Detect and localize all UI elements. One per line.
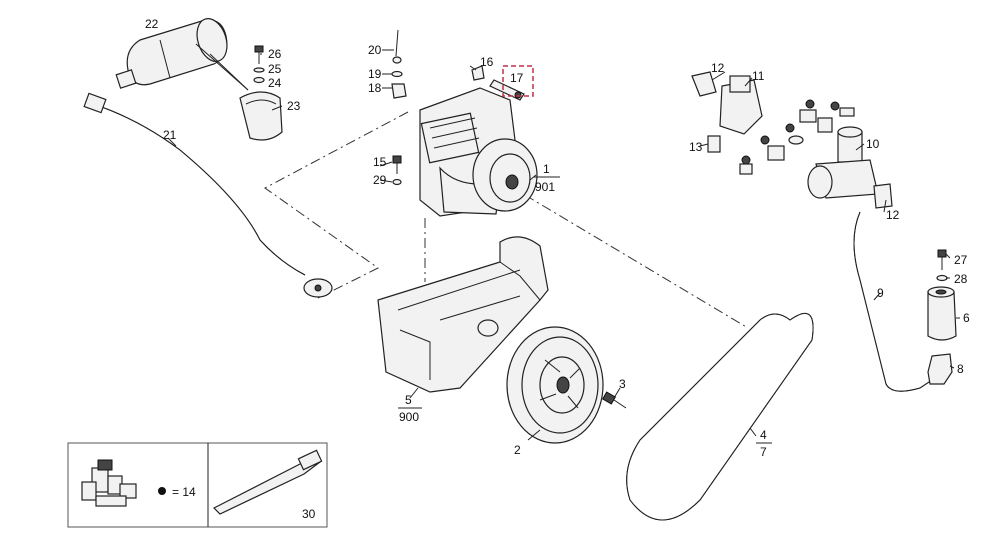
label-21: 21 — [163, 128, 177, 142]
sensor-20[interactable] — [391, 29, 407, 99]
valve-17[interactable] — [489, 79, 525, 101]
label-6: 6 — [963, 311, 970, 325]
label-30: 30 — [302, 507, 316, 521]
fitting-13[interactable] — [707, 135, 721, 153]
leader-22b — [209, 53, 249, 91]
label-900: 900 — [399, 410, 419, 424]
label-9: 9 — [877, 286, 884, 300]
label-7: 7 — [760, 445, 767, 459]
small-fittings[interactable] — [739, 99, 855, 175]
label-15: 15 — [373, 155, 387, 169]
leader-lines — [167, 49, 960, 441]
connector-12-top[interactable] — [691, 71, 717, 97]
filter-6[interactable] — [927, 286, 957, 341]
cable-tie-icon — [212, 449, 323, 515]
connector-12-bottom[interactable] — [873, 183, 893, 209]
part-labels: 22 26 25 24 23 21 20 19 18 16 17 15 29 1… — [145, 17, 970, 521]
label-16: 16 — [480, 55, 494, 69]
label-11: 11 — [752, 69, 765, 83]
label-10: 10 — [866, 137, 880, 151]
label-17: 17 — [510, 71, 524, 85]
label-19: 19 — [368, 67, 382, 81]
label-12-top: 12 — [711, 61, 725, 75]
label-26: 26 — [268, 47, 282, 61]
bolt-15[interactable] — [392, 155, 402, 186]
label-1: 1 — [543, 162, 550, 176]
label-18: 18 — [368, 81, 382, 95]
pulley[interactable] — [506, 326, 604, 444]
fraction-bars — [398, 176, 772, 444]
label-2: 2 — [514, 443, 521, 457]
label-25: 25 — [268, 62, 282, 76]
label-5: 5 — [405, 393, 412, 407]
label-24: 24 — [268, 76, 282, 90]
mounting-bracket[interactable] — [377, 236, 549, 393]
hardware-kit-icon — [81, 459, 137, 507]
label-12-bottom: 12 — [886, 208, 900, 222]
bolt-3[interactable] — [601, 391, 627, 409]
elbow-8[interactable] — [927, 353, 953, 385]
label-13: 13 — [689, 140, 703, 154]
receiver-drier[interactable] — [115, 15, 232, 89]
label-28: 28 — [954, 272, 968, 286]
hose-21[interactable] — [83, 92, 333, 298]
label-14: = 14 — [172, 485, 196, 499]
label-23: 23 — [287, 99, 301, 113]
bolt-27[interactable] — [936, 249, 948, 282]
highlight-17 — [502, 65, 534, 97]
solenoid-valve-11[interactable] — [719, 75, 763, 135]
compressor[interactable] — [419, 87, 538, 217]
drier-bracket[interactable] — [239, 91, 283, 141]
label-22: 22 — [145, 17, 159, 31]
valve-body-10[interactable] — [807, 126, 879, 199]
bolt-26[interactable] — [253, 45, 265, 84]
label-3: 3 — [619, 377, 626, 391]
legend-box — [67, 442, 328, 528]
pipe-9[interactable] — [853, 211, 933, 392]
drive-belt[interactable] — [626, 312, 814, 521]
label-901: 901 — [535, 180, 555, 194]
label-20: 20 — [368, 43, 382, 57]
label-4: 4 — [760, 428, 767, 442]
assembly-dash-lines — [264, 111, 749, 329]
label-8: 8 — [957, 362, 964, 376]
label-29: 29 — [373, 173, 387, 187]
label-27: 27 — [954, 253, 968, 267]
bullet-dot — [158, 487, 166, 495]
